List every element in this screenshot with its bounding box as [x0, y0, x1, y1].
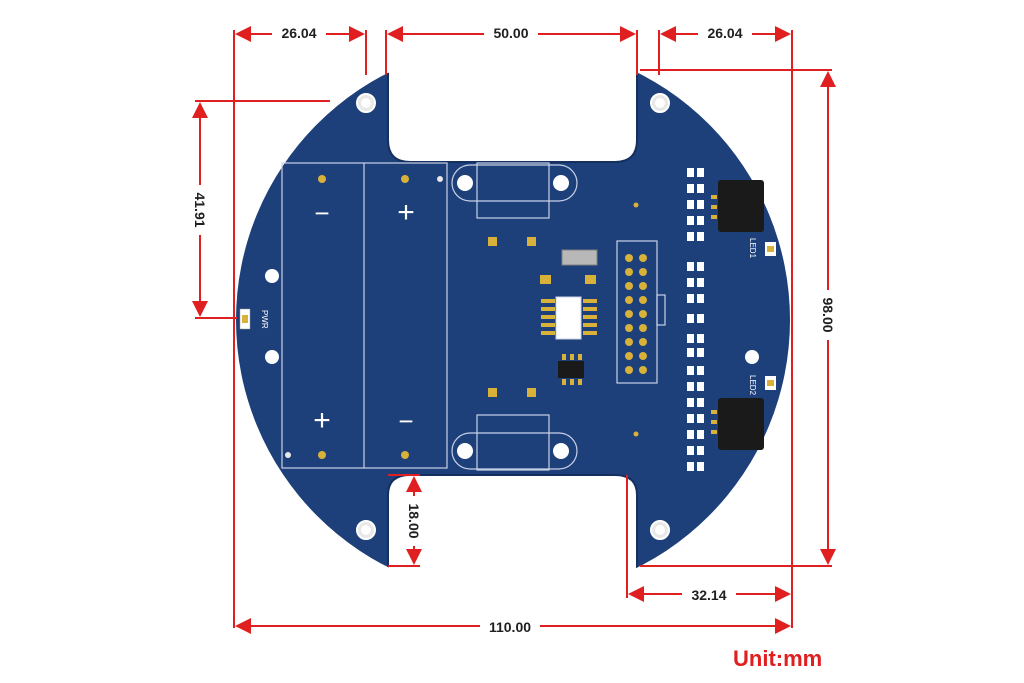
smd-component — [697, 216, 704, 225]
smd-component — [687, 262, 694, 271]
header-pin — [639, 268, 647, 276]
header-pin — [625, 254, 633, 262]
smd-component — [687, 430, 694, 439]
smd-component — [697, 382, 704, 391]
header-pin — [639, 296, 647, 304]
smd-component — [697, 232, 704, 241]
smd-component — [697, 184, 704, 193]
smd-component — [687, 382, 694, 391]
header-pin — [639, 338, 647, 346]
motor-chip-bottom — [711, 398, 764, 450]
smd-component — [687, 334, 694, 343]
smd-component — [697, 168, 704, 177]
header-pin — [639, 352, 647, 360]
dim-top-center: 50.00 — [493, 25, 528, 41]
smd-component — [697, 334, 704, 343]
header-pin — [625, 310, 633, 318]
smd-component — [697, 430, 704, 439]
battery-right-top-sign: + — [397, 196, 415, 229]
hole-right-1 — [745, 350, 759, 364]
led2-label: LED2 — [748, 375, 757, 396]
solder-pads — [488, 202, 639, 437]
header-pin — [625, 338, 633, 346]
led2: LED2 — [748, 375, 776, 396]
header-pin — [625, 366, 633, 374]
pwr-led: PWR — [239, 308, 269, 330]
dim-left-height: 41.91 — [192, 192, 208, 227]
caster-mount-bottom — [451, 414, 578, 471]
dim-right-height: 98.00 — [820, 297, 836, 332]
led1-label: LED1 — [748, 238, 757, 259]
smd-component — [687, 232, 694, 241]
smd-component — [687, 294, 694, 303]
smd-component — [697, 398, 704, 407]
dim-top-left: 26.04 — [281, 25, 316, 41]
pin-header — [616, 240, 666, 384]
header-pin — [639, 366, 647, 374]
pwr-label: PWR — [260, 310, 269, 329]
dim-total-width: 110.00 — [489, 619, 531, 635]
dim-bottom-right: 32.14 — [691, 587, 726, 603]
dimension-labels: 26.04 50.00 26.04 41.91 98.00 18.00 32.1… — [190, 24, 838, 636]
smd-component — [687, 314, 694, 323]
hole-bottom-left — [356, 520, 376, 540]
smd-component — [697, 462, 704, 471]
smd-component — [687, 200, 694, 209]
hole-top-left — [356, 93, 376, 113]
smd-component — [697, 200, 704, 209]
header-pin — [639, 324, 647, 332]
motor-chip-top — [711, 180, 764, 232]
header-pin — [625, 268, 633, 276]
smd-component — [697, 262, 704, 271]
caster-mount-top — [451, 162, 578, 219]
smd-component — [687, 366, 694, 375]
smd-component — [687, 398, 694, 407]
header-pin — [639, 282, 647, 290]
capacitor — [540, 249, 598, 284]
header-pin — [639, 254, 647, 262]
led1: LED1 — [748, 238, 776, 259]
header-pin — [625, 324, 633, 332]
hole-left-2 — [265, 350, 279, 364]
smd-component — [697, 314, 704, 323]
smd-component — [697, 348, 704, 357]
battery-left-top-sign: − — [314, 198, 329, 228]
header-pin — [639, 310, 647, 318]
hole-top-right — [650, 93, 670, 113]
battery-right-bottom-sign: − — [398, 406, 413, 436]
battery-left-bottom-sign: + — [313, 404, 331, 437]
smd-component — [697, 294, 704, 303]
smd-component — [697, 366, 704, 375]
smd-component — [697, 414, 704, 423]
battery-holder: − + + − — [281, 162, 448, 469]
smd-component — [687, 462, 694, 471]
header-pin — [625, 352, 633, 360]
hole-bottom-right — [650, 520, 670, 540]
header-pin — [625, 296, 633, 304]
board-body — [236, 59, 790, 591]
mounting-holes — [265, 93, 759, 540]
smd-component — [697, 446, 704, 455]
hole-left-1 — [265, 269, 279, 283]
smd-component — [687, 348, 694, 357]
smd-component — [687, 278, 694, 287]
smd-component — [687, 414, 694, 423]
main-ic — [541, 296, 597, 385]
smd-component — [687, 168, 694, 177]
unit-label: Unit:mm — [733, 646, 822, 671]
pcb-board — [236, 59, 790, 591]
right-components — [687, 168, 704, 471]
header-pin — [625, 282, 633, 290]
smd-component — [687, 446, 694, 455]
smd-component — [687, 216, 694, 225]
smd-component — [697, 278, 704, 287]
dim-top-right: 26.04 — [707, 25, 742, 41]
dim-notch-depth: 18.00 — [406, 503, 422, 538]
smd-component — [687, 184, 694, 193]
